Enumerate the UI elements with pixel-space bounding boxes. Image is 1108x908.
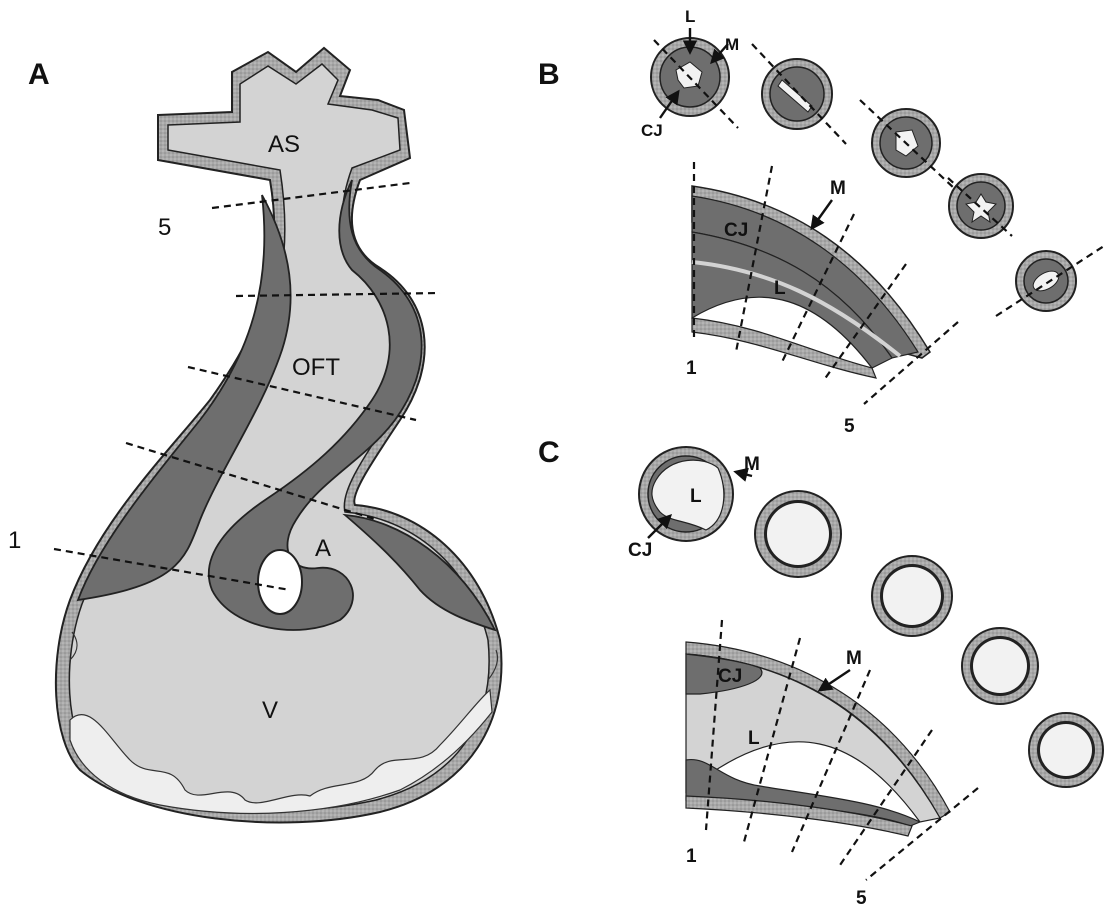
- b-label-long-m: M: [830, 178, 846, 199]
- c-label-m: M: [744, 454, 760, 475]
- panel-c-letter: C: [538, 436, 560, 469]
- c-label-long-m: M: [846, 648, 862, 669]
- c-cross-section-1: [639, 447, 733, 541]
- label-v: V: [262, 697, 278, 724]
- c-cross-section-4: [962, 628, 1038, 704]
- b-longitudinal-section: [692, 162, 958, 404]
- c-longitudinal-section: [686, 620, 978, 880]
- c-label-long-l: L: [748, 728, 760, 749]
- b-cross-section-2: [752, 44, 846, 144]
- c-label-section-1: 1: [686, 846, 697, 867]
- panel-b: B: [538, 7, 1104, 437]
- b-cross-section-4: [948, 174, 1013, 238]
- panel-a-letter: A: [28, 58, 50, 91]
- label-section-5: 5: [158, 214, 171, 241]
- c-label-long-cj: CJ: [718, 666, 742, 687]
- c-cross-section-3: [872, 556, 952, 636]
- label-as: AS: [268, 131, 300, 158]
- c-cross-section-5: [1029, 713, 1103, 787]
- label-section-1: 1: [8, 527, 21, 554]
- b-label-section-1: 1: [686, 358, 697, 379]
- panel-b-letter: B: [538, 58, 560, 91]
- b-label-cj: CJ: [641, 121, 663, 140]
- panel-a: A AS OFT A V 5 1: [8, 48, 502, 823]
- b-label-l: L: [685, 7, 695, 26]
- label-a: A: [315, 535, 331, 562]
- c-label-cj: CJ: [628, 540, 652, 561]
- c-cross-section-2: [755, 491, 841, 577]
- label-oft: OFT: [292, 354, 340, 381]
- b-cross-section-5: [996, 246, 1104, 316]
- b-label-long-l: L: [774, 278, 786, 299]
- c-label-section-5: 5: [856, 888, 867, 908]
- b-label-section-5: 5: [844, 416, 855, 437]
- atrium-opening: [258, 550, 302, 614]
- b-label-long-cj: CJ: [724, 220, 748, 241]
- b-cross-section-3: [860, 100, 956, 190]
- panel-c: C: [538, 436, 1103, 908]
- c-label-l: L: [690, 486, 702, 507]
